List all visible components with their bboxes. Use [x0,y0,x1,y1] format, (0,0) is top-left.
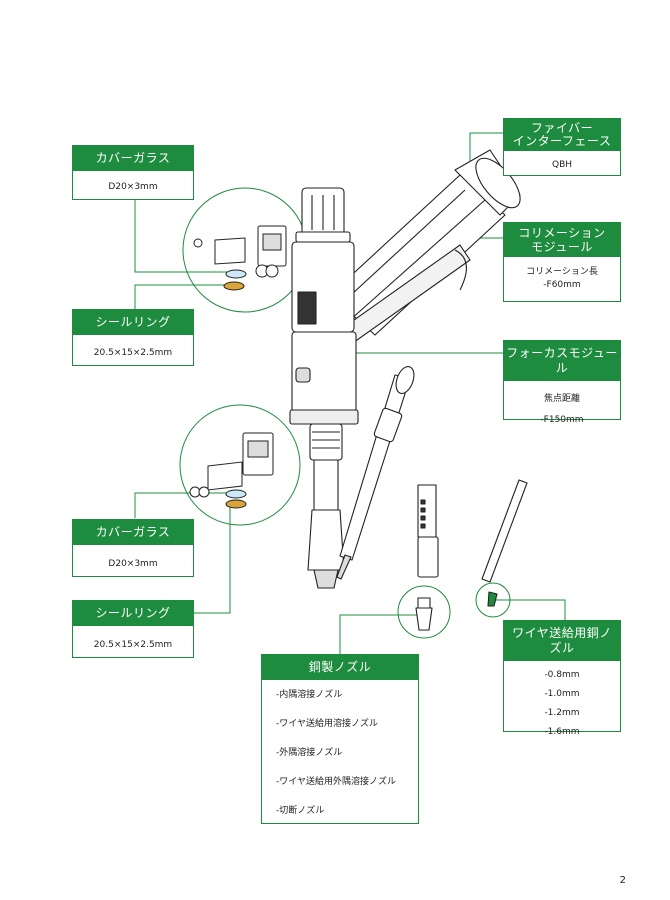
callout-title-line: モジュール [531,240,593,254]
detail-circle-bottom [179,404,301,526]
nozzle-type: -切断ノズル [276,806,325,816]
callout-title: シールリング [73,310,193,335]
callout-title: 銅製ノズル [262,655,418,680]
callout-title: ワイヤ送給用銅ノズル [504,621,620,661]
spec-text: -0.8mm [544,670,580,680]
callout-collimation-module: コリメーション モジュール コリメーション長 -F60mm [503,222,621,302]
callout-title: シールリング [73,601,193,626]
spec-label: コリメーション長 [526,267,598,277]
callout-title-line: コリメーション [518,226,606,240]
spec-text: -1.0mm [544,689,580,699]
spec-text: -1.6mm [544,727,580,737]
spec-text: D20×3mm [108,559,158,569]
leader-wire-feed [495,599,566,620]
callout-title: カバーガラス [73,520,193,545]
nozzle-type: -内隅溶接ノズル [276,690,343,700]
nozzle-type: -外隅溶接ノズル [276,748,343,758]
spec-text: 20.5×15×2.5mm [93,640,173,650]
callout-cover-glass-top: カバーガラス D20×3mm [72,145,194,200]
spec-text: -F60mm [543,280,581,290]
spec-text: -F150mm [540,415,584,425]
spec-text: -1.2mm [544,708,580,718]
leader-seal-ring-top [134,284,228,310]
callout-title: フォーカスモジュール [504,341,620,381]
callout-title-line: インターフェース [512,134,612,148]
leader-cover-glass-top [134,195,230,273]
callout-focus-module: フォーカスモジュール 焦点距離 -F150mm [503,340,621,425]
callout-title: カバーガラス [73,146,193,171]
leader-copper-nozzle [339,614,420,655]
leader-cover-glass-bottom [134,492,228,518]
nozzle-type: -ワイヤ送給用外隅溶接ノズル [276,777,396,787]
detail-circle-wire-nozzle [475,582,511,618]
spec-label: 焦点距離 [543,394,580,404]
callout-cover-glass-bottom: カバーガラス D20×3mm [72,519,194,577]
nozzle-type: -ワイヤ送給用溶接ノズル [276,719,378,729]
detail-circle-nozzle [397,585,451,639]
page-number: 2 [619,875,626,886]
callout-title-line: ファイバー [530,121,594,135]
spec-text: D20×3mm [108,182,158,192]
callout-seal-ring-bottom: シールリング 20.5×15×2.5mm [72,600,194,658]
callout-copper-nozzle: 銅製ノズル -内隅溶接ノズル -ワイヤ送給用溶接ノズル -外隅溶接ノズル -ワイ… [261,654,419,824]
callout-fiber-interface: ファイバー インターフェース QBH [503,118,621,176]
callout-wire-feed-nozzle: ワイヤ送給用銅ノズル -0.8mm -1.0mm -1.2mm -1.6mm [503,620,621,737]
spec-text: QBH [551,160,573,170]
spec-text: 20.5×15×2.5mm [93,348,173,358]
callout-seal-ring-top: シールリング 20.5×15×2.5mm [72,309,194,366]
